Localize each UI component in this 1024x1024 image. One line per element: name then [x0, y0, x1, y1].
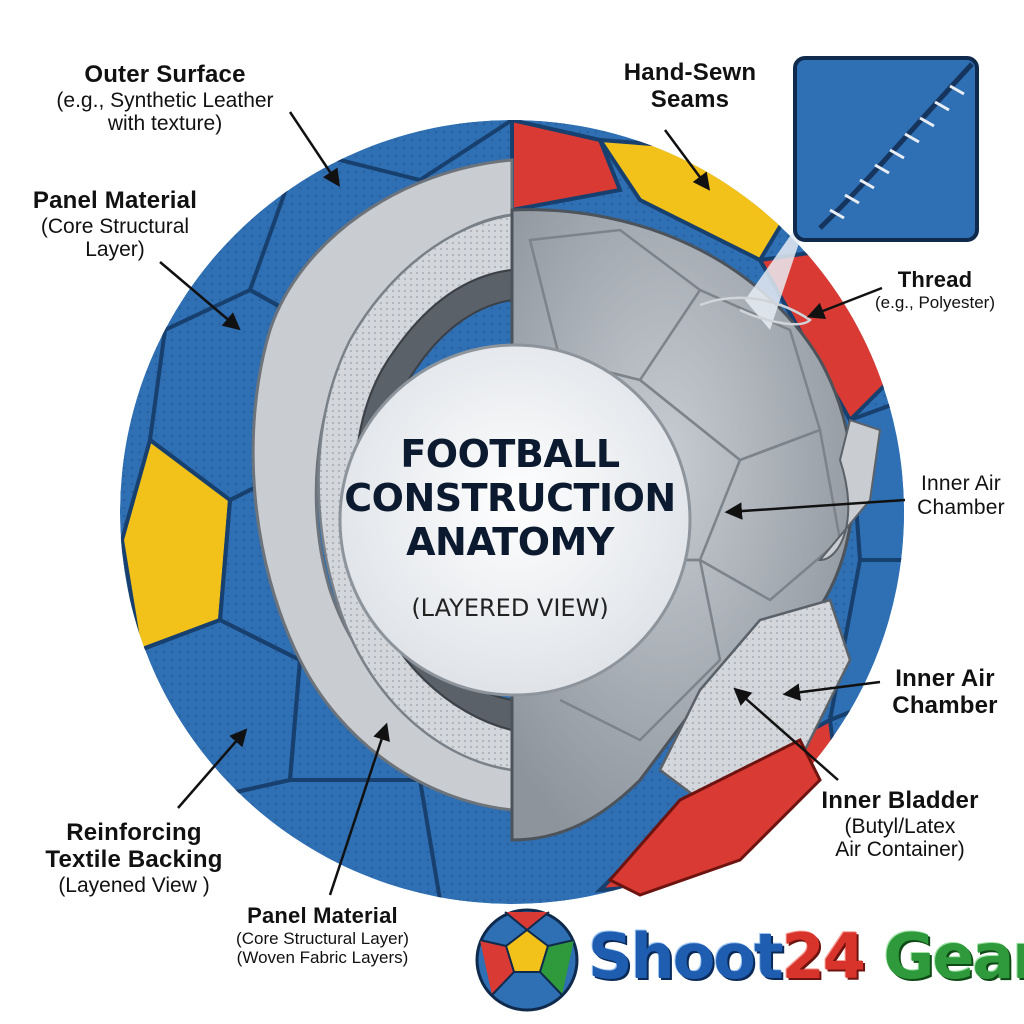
arrow-inner-air-chamber-2	[782, 680, 881, 701]
outer-surface-detail-1: (e.g., Synthetic Leather	[56, 88, 274, 112]
panel-material-top-detail-2: Layer)	[85, 238, 145, 262]
inner-air-chamber-1-heading-2: Chamber	[917, 495, 1005, 519]
outer-surface-heading: Outer Surface	[84, 61, 246, 88]
inner-air-chamber-1-heading: Inner Air	[920, 472, 1001, 495]
panel-material-top-heading: Panel Material	[32, 187, 198, 214]
panel-material-bottom-detail-1: (Core Structural Layer)	[236, 928, 409, 948]
inner-bladder-detail-1: (Butyl/Latex	[844, 814, 956, 838]
right-red-panel	[607, 737, 822, 897]
arrow-reinforcing-backing	[177, 728, 248, 809]
diagram-subtitle: (LAYERED VIEW)	[411, 594, 609, 622]
inner-air-chamber-2-heading-2: Chamber	[892, 691, 998, 719]
center-title-disc	[338, 343, 692, 697]
right-panel-material	[817, 418, 882, 562]
arrow-panel-material-top	[159, 261, 241, 331]
arrow-inner-air-chamber-1	[724, 498, 906, 520]
arrow-panel-material-bottom	[328, 722, 390, 896]
brand-wordmark: Shoot24 Gear	[588, 920, 1024, 993]
leader-arrows	[159, 111, 906, 896]
inner-air-chamber-2-heading: Inner Air	[895, 665, 995, 692]
label-inner-bladder: Inner Bladder (Butyl/Latex Air Container…	[800, 787, 1000, 862]
reinforcing-backing-heading: Reinforcing	[66, 819, 202, 846]
arrow-thread	[806, 286, 883, 320]
panel-material-bottom-heading: Panel Material	[247, 903, 398, 928]
label-reinforcing-backing: Reinforcing Textile Backing (Layened Vie…	[24, 819, 244, 897]
thread-heading: Thread	[897, 267, 973, 292]
outer-surface-detail-2: with texture)	[107, 112, 223, 136]
arrow-outer-surface	[288, 111, 340, 187]
thread-strand	[699, 296, 812, 326]
reinforcing-backing-heading-2: Textile Backing	[45, 845, 223, 873]
label-panel-material-bottom: Panel Material (Core Structural Layer) (…	[205, 903, 440, 967]
arrow-hand-sewn-seams	[663, 129, 711, 191]
title-line-1: FOOTBALL	[400, 432, 620, 476]
brand-part-3: Gear	[863, 920, 1024, 993]
hand-sewn-seams-heading-2: Seams	[650, 85, 730, 113]
title-line-3: ANATOMY	[406, 520, 614, 565]
label-inner-air-chamber-2: Inner Air Chamber	[880, 665, 1010, 720]
inner-bladder-detail-2: Air Container)	[835, 838, 965, 862]
label-outer-surface: Outer Surface (e.g., Synthetic Leather w…	[20, 61, 310, 136]
label-thread: Thread (e.g., Polyester)	[860, 267, 1010, 312]
title-line-2: CONSTRUCTION	[344, 476, 676, 521]
brand-part-2: 24	[781, 920, 866, 993]
label-inner-air-chamber-1: Inner Air Chamber	[905, 472, 1017, 519]
arrow-inner-bladder	[733, 687, 839, 781]
seam-zoom-callout	[745, 56, 979, 330]
soccer-ball-icon	[475, 908, 579, 1012]
thread-detail: (e.g., Polyester)	[875, 292, 995, 312]
label-panel-material-top: Panel Material (Core Structural Layer)	[10, 187, 220, 262]
panel-material-top-detail-1: (Core Structural	[40, 214, 190, 238]
inner-bladder-heading: Inner Bladder	[821, 787, 979, 814]
reinforcing-backing-detail: (Layened View )	[58, 873, 210, 897]
diagram-title: FOOTBALL CONSTRUCTION ANATOMY	[330, 432, 690, 564]
panel-material-bottom-detail-2: (Woven Fabric Layers)	[236, 947, 409, 967]
hand-sewn-seams-heading: Hand-Sewn	[623, 59, 757, 86]
brand-part-1: Shoot	[588, 920, 784, 993]
label-hand-sewn-seams: Hand-Sewn Seams	[610, 59, 770, 114]
